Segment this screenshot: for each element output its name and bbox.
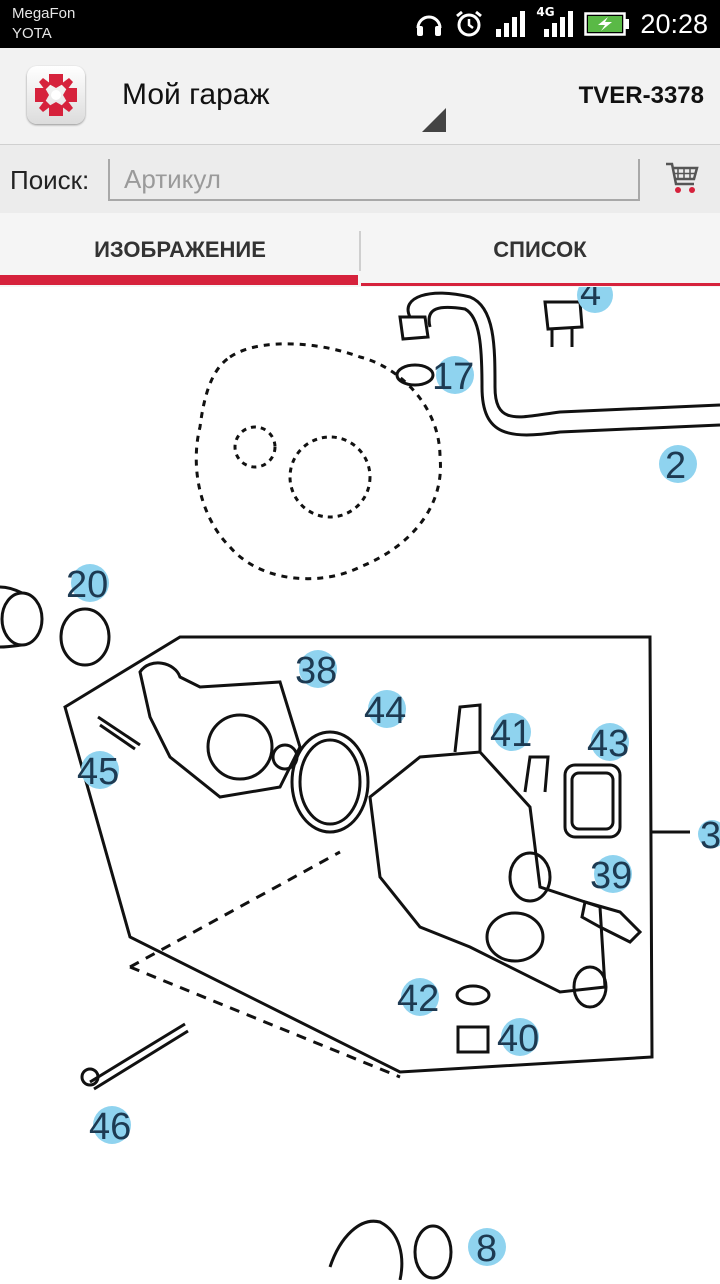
callout-label: 3 xyxy=(700,815,720,857)
garage-code-label[interactable]: TVER-3378 xyxy=(578,82,704,109)
parts-diagram[interactable]: 4 17 2 20 38 44 41 43 xyxy=(0,272,720,1281)
status-time: 20:28 xyxy=(640,8,708,39)
carrier-name: MegaFon xyxy=(12,5,76,22)
callout-38[interactable]: 38 xyxy=(295,650,337,692)
callout-42[interactable]: 42 xyxy=(397,978,439,1020)
tab-divider xyxy=(359,231,361,271)
callout-label: 4 xyxy=(580,287,601,314)
tab-bar: ИЗОБРАЖЕНИЕ СПИСОК xyxy=(0,213,720,287)
app-logo-icon xyxy=(35,74,77,116)
app-logo[interactable] xyxy=(27,66,85,124)
callout-4[interactable]: 4 xyxy=(577,272,613,314)
callout-3[interactable]: 3 xyxy=(698,815,720,857)
callout-label: 45 xyxy=(77,751,119,793)
callout-label: 8 xyxy=(476,1228,497,1270)
parts-diagram-drawing: 4 17 2 20 38 44 41 43 xyxy=(0,272,720,1281)
status-icons: 4G 20:28 xyxy=(414,0,708,48)
callout-label: 2 xyxy=(665,445,686,487)
callout-2[interactable]: 2 xyxy=(659,445,697,487)
callout-45[interactable]: 45 xyxy=(77,751,119,793)
alarm-icon xyxy=(456,10,483,37)
callout-label: 39 xyxy=(590,855,632,897)
callout-20[interactable]: 20 xyxy=(66,564,109,606)
callout-17[interactable]: 17 xyxy=(432,356,474,398)
battery-charging-icon xyxy=(584,12,630,36)
callout-label: 20 xyxy=(66,564,108,606)
callout-label: 44 xyxy=(364,690,406,732)
signal-icon xyxy=(496,11,526,37)
tab-image-indicator xyxy=(0,275,358,285)
status-bar: MegaFon YOTA 4G xyxy=(0,0,720,48)
carrier-secondary: YOTA xyxy=(12,25,52,42)
callout-label: 46 xyxy=(89,1106,131,1148)
search-label: Поиск: xyxy=(10,165,90,195)
headphones-icon xyxy=(416,15,442,36)
callout-label: 42 xyxy=(397,978,439,1020)
callout-label: 17 xyxy=(432,356,474,398)
callout-40[interactable]: 40 xyxy=(497,1018,539,1060)
carrier-info: MegaFon YOTA xyxy=(12,4,75,44)
callout-label: 38 xyxy=(295,650,337,692)
callout-39[interactable]: 39 xyxy=(590,855,632,897)
network-type-label: 4G xyxy=(536,5,555,19)
cart-icon[interactable] xyxy=(664,160,700,196)
signal-4g: 4G xyxy=(536,5,574,39)
tab-list-indicator xyxy=(361,283,720,286)
callout-label: 40 xyxy=(497,1018,539,1060)
search-bar: Поиск: xyxy=(0,145,720,213)
callout-8[interactable]: 8 xyxy=(468,1228,506,1270)
action-bar: Мой гараж TVER-3378 xyxy=(0,48,720,145)
dropdown-triangle-icon[interactable] xyxy=(422,108,446,132)
callout-41[interactable]: 41 xyxy=(490,713,532,755)
callout-label: 43 xyxy=(587,723,629,765)
callout-46[interactable]: 46 xyxy=(89,1106,131,1148)
search-input[interactable] xyxy=(108,159,640,201)
tab-list[interactable]: СПИСОК xyxy=(493,237,587,262)
callout-44[interactable]: 44 xyxy=(364,690,406,732)
callout-43[interactable]: 43 xyxy=(587,723,629,765)
page-title[interactable]: Мой гараж xyxy=(122,78,270,111)
callout-label: 41 xyxy=(490,713,532,755)
tab-image[interactable]: ИЗОБРАЖЕНИЕ xyxy=(94,237,266,262)
signal-4g-icon xyxy=(544,11,574,37)
